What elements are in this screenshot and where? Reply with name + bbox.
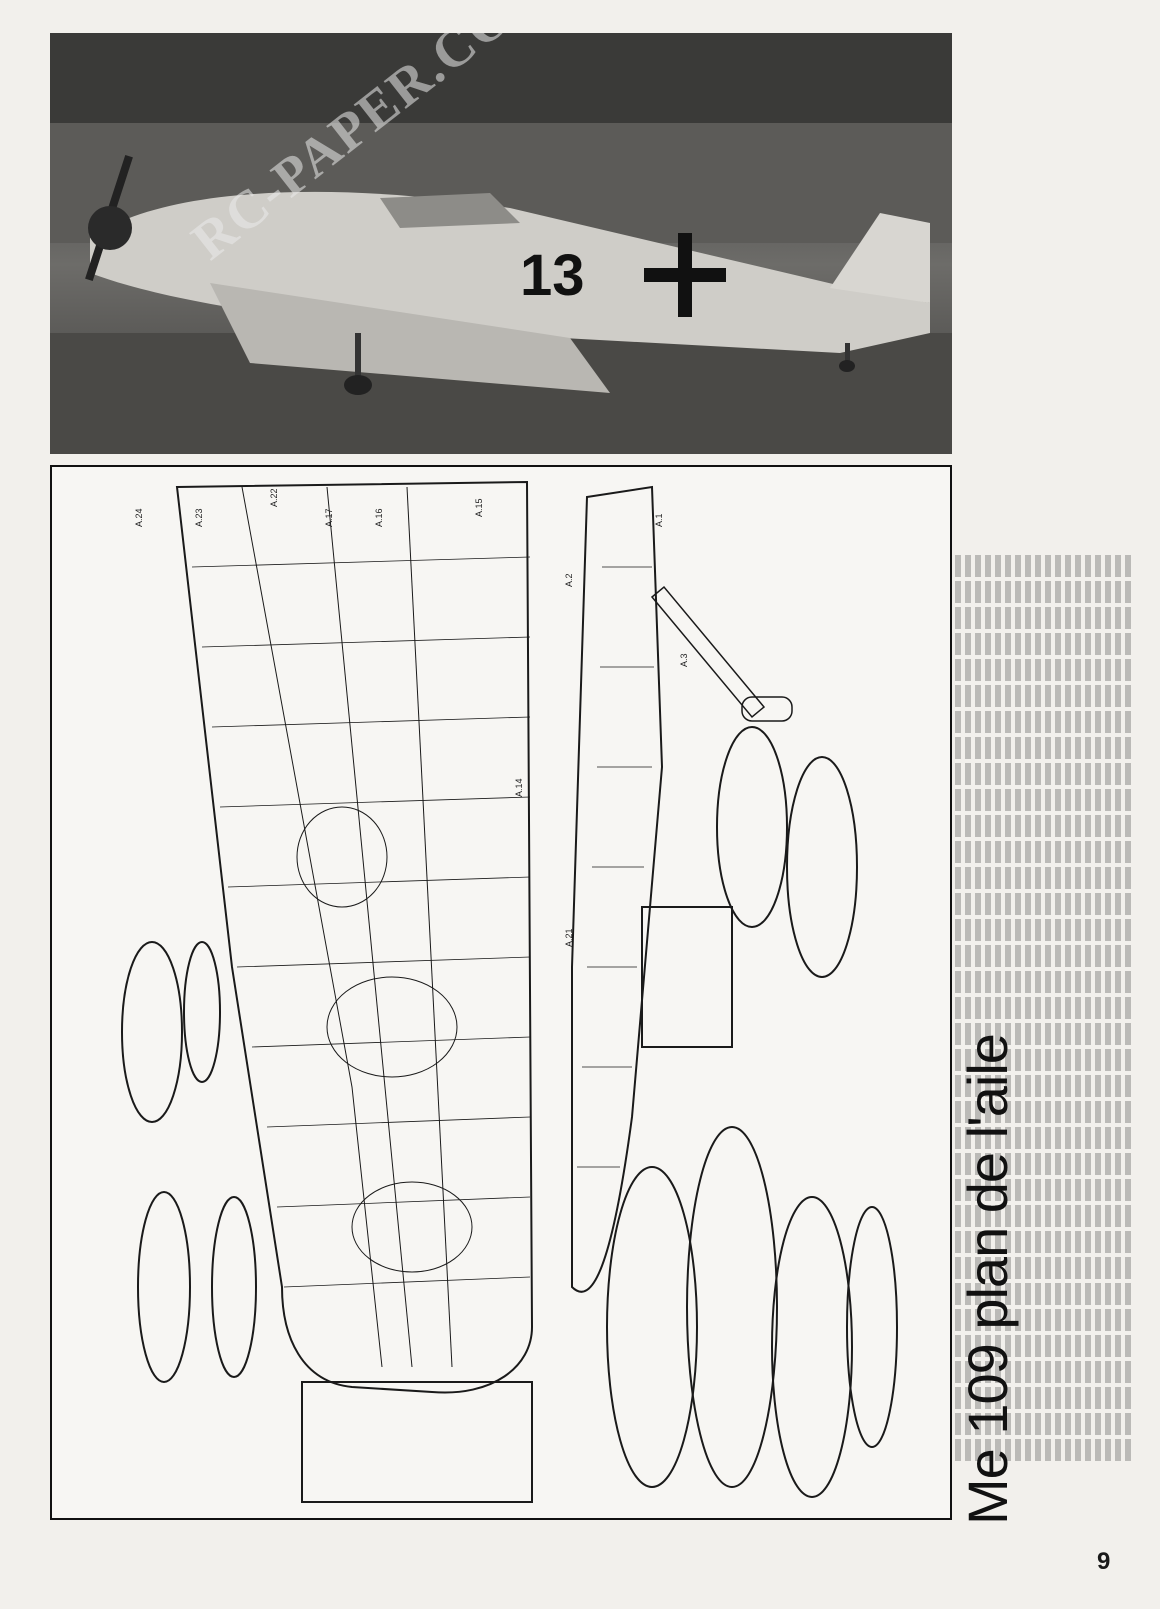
svg-text:A.17: A.17 (324, 508, 334, 527)
svg-text:A.3: A.3 (679, 653, 689, 667)
svg-text:A.2: A.2 (564, 573, 574, 587)
wing-plan-svg: A.24 A.23 A.22 A.17 A.16 A.15 A.14 A.21 … (121, 480, 898, 1503)
svg-text:A.14: A.14 (514, 778, 524, 797)
aircraft-illustration: 13 (50, 33, 952, 454)
svg-text:A.1: A.1 (654, 513, 664, 527)
aircraft-photo: 13 RC-PAPER.COM (50, 33, 952, 454)
page-number: 9 (1097, 1548, 1111, 1575)
svg-text:A.23: A.23 (194, 508, 204, 527)
svg-text:A.21: A.21 (564, 928, 574, 947)
balkenkreuz-icon (644, 233, 726, 317)
plan-title: Me 109 plan de l'aile (956, 1034, 1019, 1525)
svg-text:A.22: A.22 (269, 488, 279, 507)
svg-text:A.16: A.16 (374, 508, 384, 527)
wing-plan-drawing: A.24 A.23 A.22 A.17 A.16 A.15 A.14 A.21 … (50, 465, 952, 1520)
svg-text:A.15: A.15 (474, 498, 484, 517)
svg-text:A.24: A.24 (134, 508, 144, 527)
aircraft-number: 13 (520, 243, 585, 308)
